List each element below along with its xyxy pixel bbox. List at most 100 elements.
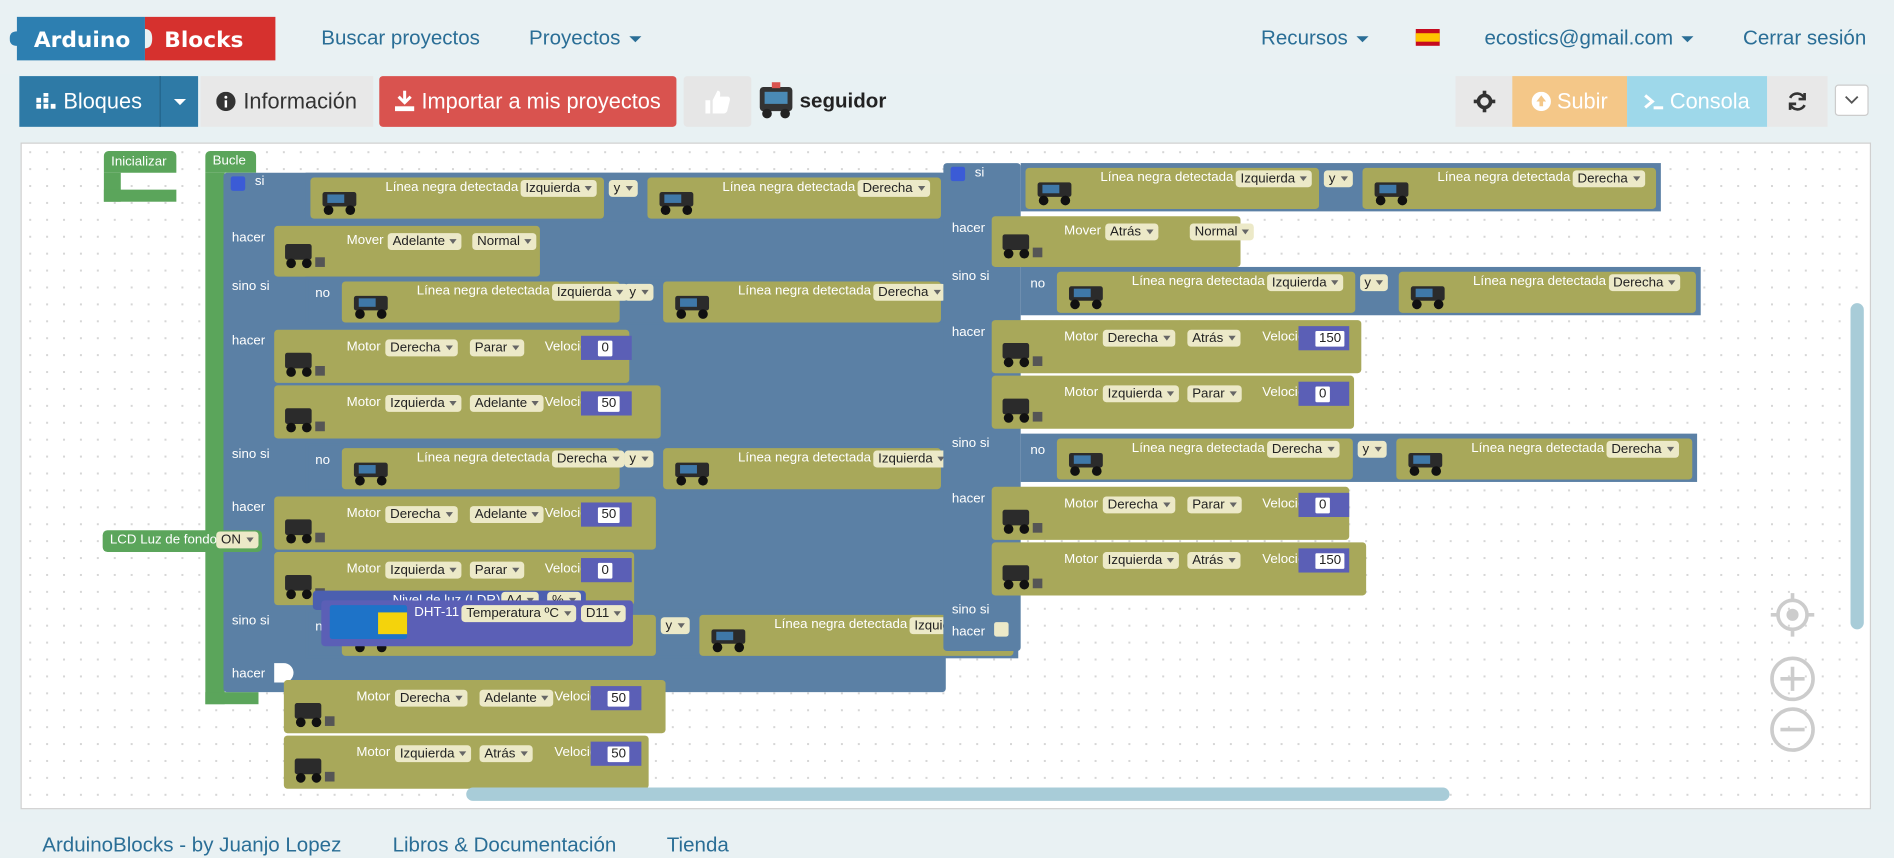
motor-block[interactable] [283,735,649,789]
upload-button[interactable]: Subir [1512,76,1628,127]
motor-direction-dropdown[interactable]: Atrás [1187,552,1241,569]
side-dropdown[interactable]: Derecha [1572,170,1645,188]
side-dropdown[interactable]: Derecha [1606,440,1679,458]
footer-shop-link[interactable]: Tienda [666,833,729,857]
side-dropdown[interactable]: Izquierda [1267,274,1344,292]
nav-resources-menu[interactable]: Recursos [1261,27,1369,51]
and-operator-dropdown[interactable]: y [1323,170,1353,188]
number-input[interactable]: 150 [1312,328,1348,350]
side-dropdown[interactable]: Izquierda [552,283,629,301]
else-if-label: sino si [951,436,990,451]
side-dropdown[interactable]: Derecha [1608,274,1681,292]
more-options-toggle[interactable] [1834,84,1869,116]
lcd-state-dropdown[interactable]: ON [216,531,258,549]
zoom-out-icon[interactable] [1768,705,1816,753]
number-input[interactable]: 0 [595,338,615,359]
side-dropdown[interactable]: Izquierda [873,450,950,468]
side-dropdown[interactable]: Derecha [552,450,624,468]
and-operator-dropdown[interactable]: y [624,283,653,301]
vertical-scrollbar[interactable] [1850,303,1864,630]
settings-button[interactable] [1455,76,1513,127]
nav-search-projects[interactable]: Buscar proyectos [321,26,480,50]
nav-projects-menu[interactable]: Proyectos [529,27,641,51]
motor-direction-dropdown[interactable]: Adelante [479,689,554,707]
empty-statement-slot[interactable] [994,622,1009,637]
terminal-icon [1644,94,1664,110]
like-button[interactable] [683,76,752,127]
move-direction-dropdown[interactable]: Adelante [387,233,462,251]
horizontal-scrollbar[interactable] [466,787,1450,801]
number-input[interactable]: 150 [1312,550,1348,572]
dht11-pin-dropdown[interactable]: D11 [580,605,627,623]
side-dropdown[interactable]: Izquierda [520,179,598,197]
recenter-icon[interactable] [1768,591,1816,639]
if-mutator-gear-icon[interactable] [230,176,246,191]
nav-logout[interactable]: Cerrar sesión [1742,26,1867,50]
motor-label: Motor [356,745,391,760]
empty-statement-slot[interactable] [274,663,294,683]
motor-direction-dropdown[interactable]: Parar [1187,385,1242,403]
console-button[interactable]: Consola [1627,76,1768,127]
blocks-button[interactable]: Bloques [19,76,160,127]
and-operator-dropdown[interactable]: y [1359,274,1388,292]
arduinoblocks-logo[interactable]: Arduino Blocks [9,12,278,65]
motor-side-dropdown[interactable]: Izquierda [385,561,462,579]
loop-block-bottom[interactable] [205,692,259,705]
blocks-dropdown-toggle[interactable] [159,76,199,127]
motor-direction-dropdown[interactable]: Atrás [479,745,533,763]
motor-side-dropdown[interactable]: Izquierda [394,745,472,763]
motor-direction-dropdown[interactable]: Atrás [1187,329,1241,347]
dht11-measure-dropdown[interactable]: Temperatura ºC [461,605,576,623]
motor-side-dropdown[interactable]: Derecha [394,689,467,707]
footer-docs-link[interactable]: Libros & Documentación [392,833,617,857]
motor-side-dropdown[interactable]: Derecha [385,506,458,524]
motor-side-dropdown[interactable]: Derecha [1102,329,1175,347]
side-dropdown[interactable]: Derecha [873,283,946,301]
motor-direction-dropdown[interactable]: Parar [469,339,525,357]
number-input[interactable]: 50 [605,744,633,765]
setup-block[interactable] [103,150,177,173]
side-dropdown[interactable]: Izquierda [1235,170,1313,188]
and-operator-dropdown[interactable]: y [608,179,638,197]
number-input[interactable]: 50 [595,393,623,415]
move-speed-dropdown[interactable]: Normal [1189,223,1255,241]
number-input[interactable]: 50 [595,504,623,526]
and-operator-dropdown[interactable]: y [624,450,653,468]
import-to-my-projects-button[interactable]: Importar a mis proyectos [379,76,677,127]
motor-side-dropdown[interactable]: Derecha [385,339,458,357]
motor-robot-icon [1002,398,1043,423]
side-dropdown[interactable]: Derecha [1267,440,1340,458]
spain-flag-icon[interactable] [1415,28,1440,46]
move-label: Mover [1064,223,1102,238]
motor-direction-dropdown[interactable]: Parar [1187,496,1242,514]
and-operator-dropdown[interactable]: y [660,617,690,635]
loop-block-body[interactable] [205,172,225,705]
setup-block-bottom[interactable] [103,189,177,202]
side-dropdown[interactable]: Derecha [857,179,930,197]
loop-block[interactable] [205,150,257,173]
refresh-button[interactable] [1767,76,1828,127]
number-input[interactable]: 0 [1312,495,1333,516]
motor-direction-dropdown[interactable]: Adelante [469,506,545,524]
footer-author-link[interactable]: ArduinoBlocks - by Juanjo Lopez [42,833,342,857]
info-button[interactable]: Información [200,76,374,127]
number-input[interactable]: 0 [595,560,615,581]
motor-block[interactable] [274,329,630,383]
zoom-in-icon[interactable] [1768,655,1816,703]
motor-side-dropdown[interactable]: Izquierda [1102,552,1180,569]
motor-direction-dropdown[interactable]: Parar [469,561,525,579]
move-direction-dropdown[interactable]: Atrás [1105,223,1158,241]
motor-side-dropdown[interactable]: Derecha [1102,496,1175,514]
motor-side-dropdown[interactable]: Izquierda [1102,385,1180,403]
number-input[interactable]: 0 [1312,384,1333,405]
if-mutator-gear-icon[interactable] [950,166,966,182]
and-operator-dropdown[interactable]: y [1357,440,1387,458]
nav-user-menu[interactable]: ecostics@gmail.com [1485,27,1694,51]
motor-block[interactable] [991,375,1355,429]
line-sensor-robot-icon [711,629,746,653]
motor-side-dropdown[interactable]: Izquierda [385,394,462,412]
number-input[interactable]: 50 [605,688,633,710]
move-speed-dropdown[interactable]: Normal [472,233,537,251]
motor-direction-dropdown[interactable]: Adelante [469,394,545,412]
